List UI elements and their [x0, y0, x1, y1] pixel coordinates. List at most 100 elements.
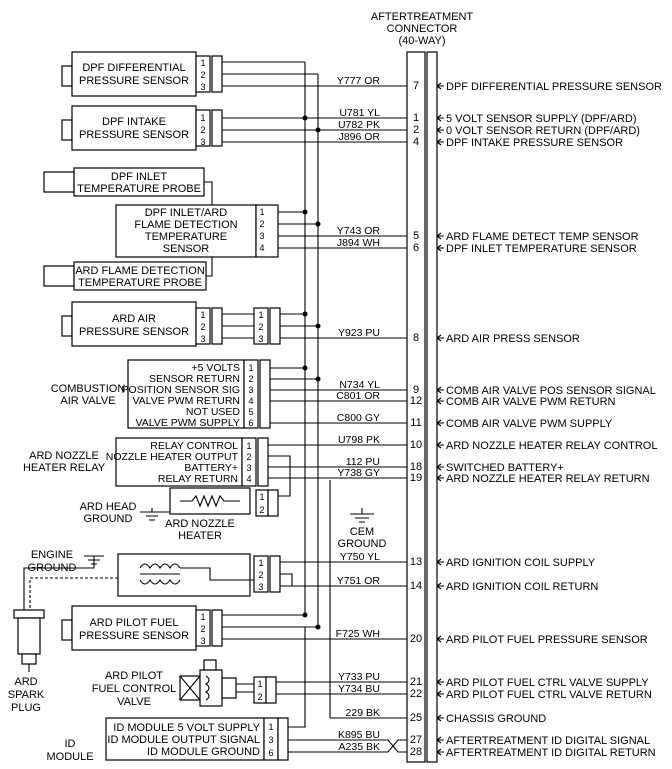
pin-number: 2	[200, 624, 205, 634]
wire-code: U781 YL	[339, 107, 380, 119]
pin-arrow	[436, 748, 444, 756]
sensor-body	[71, 51, 197, 97]
relay-body	[115, 437, 243, 487]
label-line2: MODULE	[46, 751, 93, 763]
label-line2: GROUND	[338, 538, 387, 550]
connector-pin-number: 27	[410, 734, 422, 746]
circuit-function: 5 VOLT SENSOR SUPPLY (DPF/ARD)	[446, 113, 637, 125]
label-line2: PRESSURE SENSOR	[79, 630, 189, 642]
engine-ground-line1: ENGINE	[31, 549, 73, 561]
connector-pin-number: 12	[410, 395, 422, 407]
connector-pin-number: 13	[410, 556, 422, 568]
pin-number: 1	[268, 722, 273, 732]
pin-number: 1	[258, 558, 263, 568]
pin-number: 2	[258, 570, 263, 580]
connector-pin-number: 8	[413, 332, 419, 344]
label-line1: ID	[65, 738, 76, 750]
sensor-stub	[61, 619, 73, 641]
pin-arrow	[436, 397, 444, 405]
pin-number: 3	[259, 231, 264, 241]
connector-shell	[426, 51, 438, 763]
pin-number: 3	[200, 334, 205, 344]
connector-pin-number: 18	[410, 461, 422, 473]
id-module: ID MODULE ID MODULE 5 VOLT SUPPLY ID MOD…	[46, 627, 407, 763]
pin-arrow	[436, 558, 444, 566]
pin-number: 5	[248, 407, 253, 417]
ard-air-pressure-sensor: ARD AIR PRESSURE SENSOR 1 2 3 1 2 3	[61, 301, 407, 347]
wire-code: K895 BU	[338, 729, 380, 741]
connector-body	[406, 51, 426, 763]
sensor-body	[71, 301, 197, 347]
label-line1: DPF INTAKE	[102, 116, 166, 128]
wires-to-connector	[280, 313, 407, 339]
pin-label: VALVE PWM SUPPLY	[136, 417, 240, 429]
pin-label: RELAY CONTROL	[150, 440, 238, 452]
label-line1: ARD AIR	[112, 313, 156, 325]
sensor-body	[71, 105, 197, 151]
pin-number: 1	[258, 310, 263, 320]
sensor-body	[115, 204, 257, 258]
circuit-function: SWITCHED BATTERY+	[446, 462, 564, 474]
wire-code: C800 GY	[337, 412, 380, 424]
circuit-function: ARD IGNITION COIL SUPPLY	[446, 557, 596, 569]
connector-pin-number: 5	[413, 230, 419, 242]
pin-arrow	[436, 114, 444, 122]
label-line1: DPF INLET	[111, 171, 168, 183]
connector-pin-number: 22	[410, 688, 422, 700]
pin-label: VALVE PWM RETURN	[132, 395, 240, 407]
pin-label: RELAY RETURN	[158, 473, 238, 485]
connector-mate	[265, 676, 277, 704]
pin-arrow	[436, 474, 444, 482]
wires	[222, 614, 407, 640]
pin-number: 6	[268, 748, 273, 758]
circuit-function: AFTERTREATMENT ID DIGITAL RETURN	[446, 747, 656, 759]
wires	[222, 61, 407, 87]
spark-plug-icon	[13, 609, 45, 672]
pin-number: 3	[200, 82, 205, 92]
valve-leads	[236, 683, 254, 693]
connector-pin-number: 4	[413, 136, 419, 148]
coil-body	[117, 553, 251, 597]
valve-icon	[179, 659, 237, 707]
head-ground-line2: GROUND	[84, 513, 133, 525]
head-ground-line1: ARD HEAD	[80, 501, 137, 513]
wire-code: Y733 PU	[338, 671, 380, 683]
pin-number: 3	[258, 582, 263, 592]
pin-number: 1	[246, 441, 251, 451]
connector-pin-number: 25	[410, 712, 422, 724]
ard-pilot-fuel-control-valve: ARD PILOT FUEL CONTROL VALVE 1 2	[92, 659, 407, 708]
pin-number: 3	[258, 334, 263, 344]
probe-lead	[204, 181, 213, 205]
ard-flame-detection-probe: ARD FLAME DETECTION TEMPERATURE PROBE	[43, 257, 213, 291]
pin-arrow	[436, 714, 444, 722]
circuit-function: ARD PILOT FUEL PRESSURE SENSOR	[446, 634, 648, 646]
pin-number: 4	[259, 243, 264, 253]
label-line1: ARD PILOT FUEL	[89, 617, 178, 629]
wire-code: Y923 PU	[338, 327, 380, 339]
wires	[268, 444, 407, 497]
pin-label: +5 VOLTS	[191, 362, 240, 374]
ground-icon	[140, 508, 170, 521]
circuit-function: COMB AIR VALVE POS SENSOR SIGNAL	[446, 385, 656, 397]
coil-internal-lead	[180, 567, 254, 581]
circuit-function: DPF INTAKE PRESSURE SENSOR	[446, 137, 623, 149]
circuit-function: ARD NOZZLE HEATER RELAY RETURN	[446, 473, 650, 485]
label-line3: VALVE	[117, 696, 151, 708]
connector-mate	[269, 555, 281, 593]
pin-number: 2	[200, 125, 205, 135]
pin-arrow	[436, 635, 444, 643]
connector-plug	[241, 437, 257, 487]
pin-number: 1	[259, 207, 264, 217]
pin-label: NOZZLE HEATER OUTPUT	[106, 451, 239, 463]
spark-plug-line1: ARD	[14, 676, 37, 688]
label-line3: TEMPERATURE	[145, 231, 227, 243]
pin-arrow	[436, 138, 444, 146]
inline-connector	[253, 307, 269, 345]
